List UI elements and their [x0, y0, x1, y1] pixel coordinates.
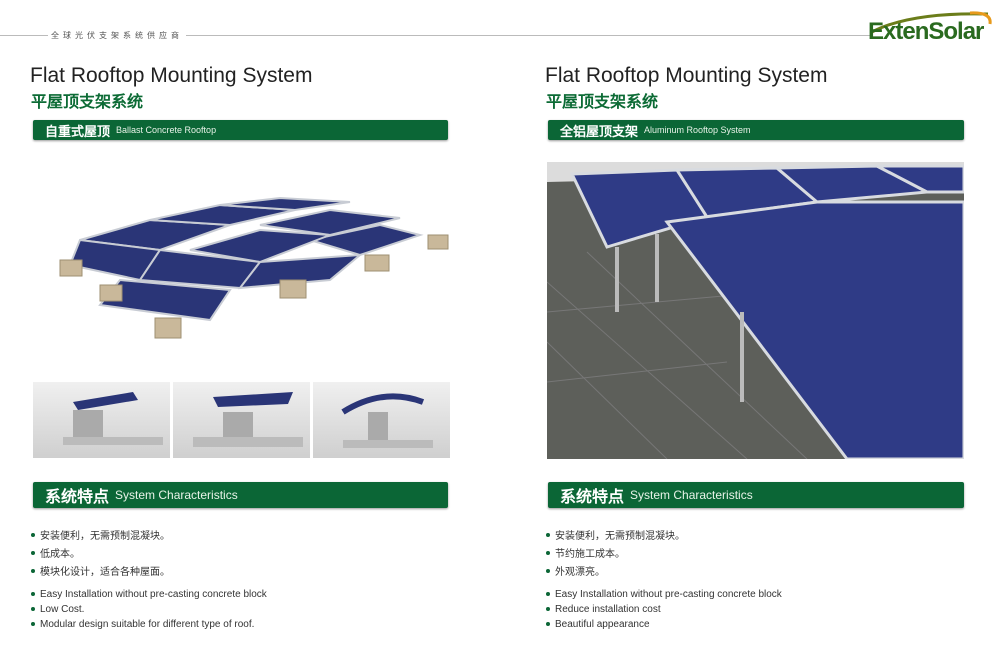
left-features-en: Easy Installation without pre-casting co…	[30, 587, 267, 630]
clamp-thumbnail-1	[33, 382, 170, 458]
right-section-bar: 全铝屋顶支架 Aluminum Rooftop System	[548, 120, 964, 140]
feature-item: 安装便利，无需预制混凝块。	[30, 528, 170, 546]
features-cn-heading: 系统特点	[45, 489, 110, 506]
features-en-heading: System Characteristics	[115, 488, 238, 502]
section-cn: 全铝屋顶支架	[560, 123, 639, 139]
clamp-thumbnail-2	[173, 382, 310, 458]
features-en-heading: System Characteristics	[630, 488, 753, 502]
feature-item: Modular design suitable for different ty…	[30, 617, 267, 630]
right-features-cn: 安装便利，无需预制混凝块。 节约施工成本。 外观漂亮。	[545, 528, 685, 582]
feature-item: Easy Installation without pre-casting co…	[545, 587, 782, 602]
feature-item: 低成本。	[30, 546, 170, 564]
right-features-en: Easy Installation without pre-casting co…	[545, 587, 782, 630]
right-title: Flat Rooftop Mounting System	[545, 64, 828, 87]
feature-item: 外观漂亮。	[545, 564, 685, 582]
feature-item: Low Cost.	[30, 602, 267, 617]
clamp-thumbnail-3	[313, 382, 450, 458]
right-subtitle: 平屋顶支架系统	[546, 94, 659, 111]
left-title: Flat Rooftop Mounting System	[30, 64, 313, 87]
logo-swoosh-icon	[871, 11, 992, 34]
features-cn-heading: 系统特点	[560, 489, 625, 506]
logo: ExtenSolar	[868, 18, 984, 45]
feature-item: Beautiful appearance	[545, 617, 782, 630]
header-rule	[0, 35, 870, 36]
left-features-cn: 安装便利，无需预制混凝块。 低成本。 模块化设计，适合各种屋面。	[30, 528, 170, 582]
right-features-bar: 系统特点 System Characteristics	[548, 482, 964, 508]
feature-item: Reduce installation cost	[545, 602, 782, 617]
feature-item: 模块化设计，适合各种屋面。	[30, 564, 170, 582]
left-section-bar: 自重式屋顶 Ballast Concrete Rooftop	[33, 120, 448, 140]
section-cn: 自重式屋顶	[45, 123, 111, 139]
left-subtitle: 平屋顶支架系统	[31, 94, 144, 111]
feature-item: Easy Installation without pre-casting co…	[30, 587, 267, 602]
feature-item: 节约施工成本。	[545, 546, 685, 564]
tagline: 全球光伏支架系统供应商	[48, 30, 186, 41]
section-en: Aluminum Rooftop System	[644, 125, 751, 135]
aluminum-rooftop-photo	[547, 162, 964, 459]
feature-item: 安装便利，无需预制混凝块。	[545, 528, 685, 546]
section-en: Ballast Concrete Rooftop	[116, 125, 217, 135]
left-features-bar: 系统特点 System Characteristics	[33, 482, 448, 508]
ballast-rooftop-image	[59, 196, 449, 339]
